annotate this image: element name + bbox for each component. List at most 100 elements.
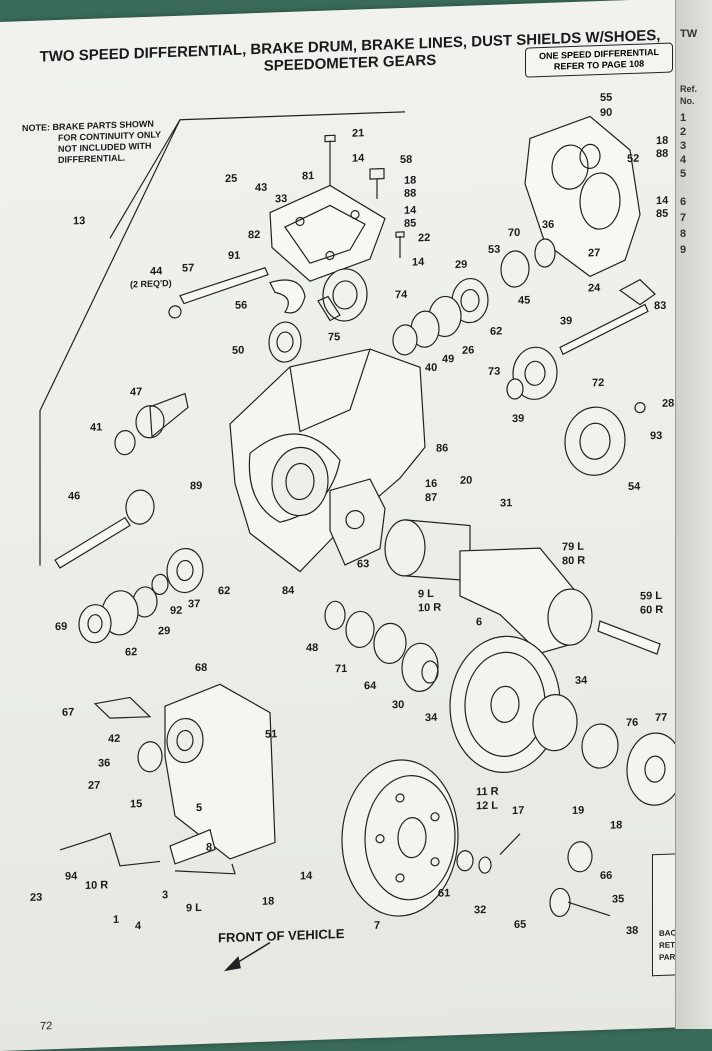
callout-14: 14 bbox=[404, 204, 417, 216]
callout-53: 53 bbox=[488, 244, 500, 256]
callout-21: 21 bbox=[352, 127, 364, 139]
clutch-gear-50 bbox=[268, 321, 302, 363]
adjacent-num-9: 9 bbox=[680, 244, 687, 256]
callout-48: 48 bbox=[306, 642, 318, 654]
callout-18: 18 bbox=[404, 174, 416, 186]
callout-29: 29 bbox=[455, 259, 467, 271]
callout-22: 22 bbox=[418, 232, 430, 244]
callout-30: 30 bbox=[392, 699, 404, 711]
adjacent-num-7: 7 bbox=[680, 212, 687, 224]
callout-86: 86 bbox=[436, 442, 448, 454]
callout-20: 20 bbox=[460, 475, 472, 487]
callout-70: 70 bbox=[508, 227, 520, 239]
callout-62: 62 bbox=[125, 646, 137, 658]
shift-fork bbox=[269, 279, 306, 314]
callout-14: 14 bbox=[412, 256, 425, 268]
callout-83: 83 bbox=[654, 300, 666, 312]
callout-14: 14 bbox=[656, 195, 669, 207]
adjacent-ref-label: Ref. bbox=[680, 84, 698, 94]
top-cover-plate bbox=[269, 184, 386, 282]
callout-84: 84 bbox=[282, 585, 295, 597]
axle-flange-63 bbox=[384, 519, 426, 577]
callout-7: 7 bbox=[374, 920, 380, 932]
callout-64: 64 bbox=[364, 680, 377, 692]
shift-rail-shaft bbox=[179, 267, 269, 305]
input-shaft-46 bbox=[54, 516, 131, 569]
callout-47: 47 bbox=[130, 386, 142, 398]
callout-92: 92 bbox=[170, 605, 182, 617]
page-number: 72 bbox=[40, 1020, 53, 1033]
callout-66: 66 bbox=[600, 870, 612, 882]
differential-housing bbox=[229, 348, 426, 573]
adjacent-num-6: 6 bbox=[680, 196, 687, 208]
front-arrow-icon bbox=[223, 941, 271, 972]
callout-50: 50 bbox=[232, 344, 244, 356]
exploded-view-diagram: 21 14 58 25 43 81 33 18 88 14 85 22 14 8… bbox=[30, 92, 687, 972]
callout-36: 36 bbox=[542, 219, 554, 231]
callout-82: 82 bbox=[248, 229, 260, 241]
callout-68: 68 bbox=[195, 662, 207, 674]
callout-13: 13 bbox=[73, 215, 85, 227]
callout-45: 45 bbox=[518, 294, 530, 306]
callout-56: 56 bbox=[235, 299, 247, 311]
callout-88: 88 bbox=[656, 148, 668, 160]
front-housing bbox=[164, 683, 276, 860]
callout-72: 72 bbox=[592, 377, 604, 389]
callout-65: 65 bbox=[514, 919, 526, 931]
callout-44: 44 bbox=[150, 265, 163, 277]
callout-32: 32 bbox=[474, 904, 486, 916]
callout-27: 27 bbox=[88, 780, 100, 792]
callout-67: 67 bbox=[62, 706, 74, 718]
adjacent-num-8: 8 bbox=[680, 228, 687, 240]
callout-46: 46 bbox=[68, 490, 80, 502]
callout-87: 87 bbox=[425, 492, 437, 504]
callout-18: 18 bbox=[656, 135, 668, 147]
pinion-47 bbox=[135, 405, 165, 439]
callout-8: 8 bbox=[206, 842, 212, 854]
brake-drum bbox=[341, 759, 459, 917]
callout-42: 42 bbox=[108, 733, 120, 745]
adjacent-page-edge: TW Ref. No. 1 2 3 4 5 6 7 8 9 bbox=[675, 0, 712, 1029]
callout-81: 81 bbox=[302, 170, 314, 182]
callout-29: 29 bbox=[158, 625, 170, 637]
callout-73: 73 bbox=[488, 366, 500, 378]
callout-49: 49 bbox=[442, 353, 454, 365]
callout-77: 77 bbox=[655, 712, 667, 724]
ring-gear-54 bbox=[564, 406, 626, 476]
callout-19: 19 bbox=[572, 805, 584, 817]
callout-80-r: 80 R bbox=[562, 555, 585, 568]
callout-71: 71 bbox=[335, 663, 347, 675]
callout-5: 5 bbox=[196, 802, 202, 814]
callout-18: 18 bbox=[262, 895, 274, 907]
callout-35: 35 bbox=[612, 893, 624, 905]
callout-51: 51 bbox=[265, 728, 277, 740]
callout-27: 27 bbox=[588, 247, 600, 259]
callout-3: 3 bbox=[162, 889, 168, 901]
callout-40: 40 bbox=[425, 362, 437, 374]
callout-4: 4 bbox=[135, 920, 142, 932]
callout-58: 58 bbox=[400, 154, 412, 166]
callout-94: 94 bbox=[65, 870, 78, 882]
callout-57: 57 bbox=[182, 262, 194, 274]
callout-88: 88 bbox=[404, 187, 416, 199]
callout-10-r: 10 R bbox=[85, 879, 108, 892]
callout-90: 90 bbox=[600, 107, 612, 119]
callout-16: 16 bbox=[425, 478, 437, 490]
callout-62: 62 bbox=[218, 585, 230, 597]
callout-10-r: 10 R bbox=[418, 602, 441, 615]
callout-34: 34 bbox=[425, 712, 438, 724]
callout-9-l: 9 L bbox=[418, 588, 434, 601]
adjacent-num-1: 1 bbox=[680, 112, 687, 124]
gear-53 bbox=[500, 250, 530, 288]
callout-38: 38 bbox=[626, 925, 638, 937]
adjacent-num-5: 5 bbox=[680, 168, 687, 180]
callout-36: 36 bbox=[98, 757, 110, 769]
callout-18: 18 bbox=[610, 819, 622, 831]
callout-34: 34 bbox=[575, 674, 588, 686]
callout-54: 54 bbox=[628, 481, 641, 493]
callout-23: 23 bbox=[30, 892, 42, 904]
callout-52: 52 bbox=[627, 153, 639, 165]
callout-91: 91 bbox=[228, 250, 240, 262]
callout-93: 93 bbox=[650, 430, 662, 442]
